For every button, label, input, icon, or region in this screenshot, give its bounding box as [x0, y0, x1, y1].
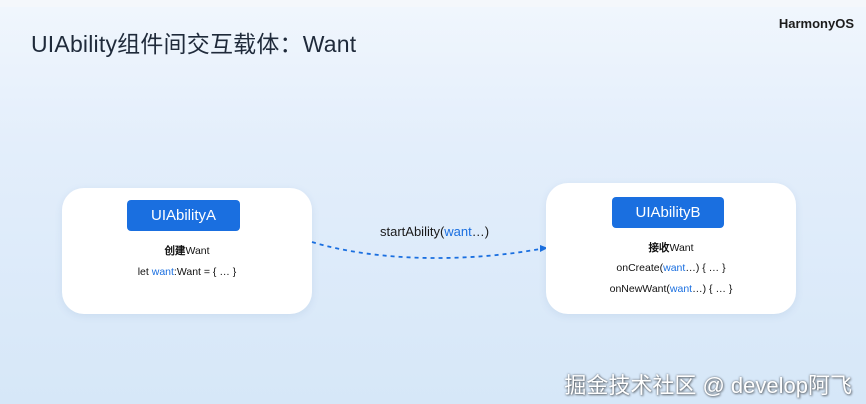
uiability-a-label: UIAbilityA: [127, 200, 240, 231]
want-declaration-var: want: [151, 266, 174, 278]
receive-want-bold: 接收: [648, 242, 670, 254]
start-ability-arrow: [311, 241, 548, 259]
on-create-suffix: …) { … }: [685, 262, 726, 274]
uiability-b-label: UIAbilityB: [612, 197, 724, 228]
top-strip: [0, 0, 866, 7]
want-declaration-prefix: let: [137, 266, 152, 278]
on-create-prefix: onCreate(: [616, 262, 664, 274]
on-new-want-var: want: [669, 283, 693, 295]
want-declaration-suffix: :Want = { … }: [173, 266, 237, 278]
start-ability-label: startAbility(want…): [380, 224, 489, 239]
receive-want-heading: 接收Want: [546, 240, 796, 255]
watermark: 掘金技术社区 @ develop阿飞: [564, 373, 852, 398]
on-create-line: onCreate(want…) { … }: [546, 262, 796, 274]
on-create-var: want: [663, 262, 686, 274]
on-new-want-suffix: …) { … }: [692, 283, 733, 295]
slide-title: UIAbility组件间交互载体：Want: [31, 31, 357, 57]
on-new-want-prefix: onNewWant(: [609, 283, 670, 295]
create-want-bold: 创建: [164, 245, 186, 257]
start-ability-var: want: [444, 224, 472, 239]
uiability-a-card: UIAbilityA 创建Want let want:Want = { … }: [62, 188, 312, 314]
slide-canvas: UIAbility组件间交互载体：Want HarmonyOS UIAbilit…: [0, 7, 866, 404]
on-new-want-line: onNewWant(want…) { … }: [546, 283, 796, 295]
start-ability-prefix: startAbility(: [380, 224, 445, 239]
create-want-rest: Want: [185, 245, 210, 257]
create-want-heading: 创建Want: [62, 243, 312, 258]
uiability-b-card: UIAbilityB 接收Want onCreate(want…) { … } …: [546, 183, 796, 314]
arrow-head-icon: [540, 245, 548, 252]
want-declaration: let want:Want = { … }: [62, 266, 312, 278]
harmonyos-logo: HarmonyOS: [778, 16, 854, 31]
receive-want-rest: Want: [669, 242, 694, 254]
arrow-path: [311, 241, 541, 259]
start-ability-suffix: …): [471, 224, 490, 239]
